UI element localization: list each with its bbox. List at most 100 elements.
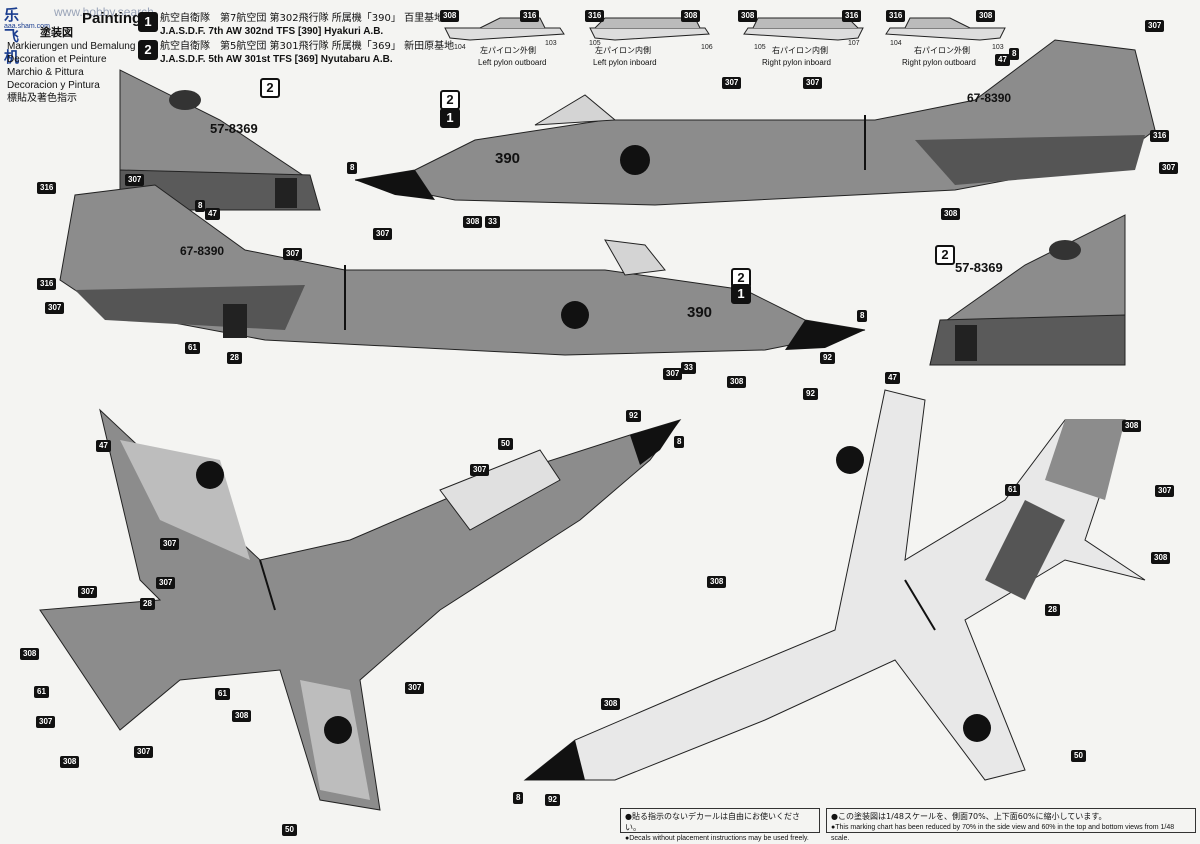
option-2-jp: 航空自衛隊 第5航空団 第301飛行隊 所属機「369」 新田原基地	[160, 41, 455, 52]
color-92: 92	[626, 410, 641, 422]
language-list: Markierungen und Bemalung Decoration et …	[7, 40, 135, 105]
pylon-left-inboard: 316 308 105 106 左パイロン内側 Left pylon inboa…	[585, 10, 715, 70]
code-badge: 308	[976, 10, 996, 22]
color-50: 50	[1071, 750, 1086, 762]
color-307: 307	[803, 77, 823, 89]
color-8: 8	[1009, 48, 1020, 60]
option-2-marker: 2	[935, 245, 955, 265]
color-8: 8	[857, 310, 868, 322]
pylon-label-en: Left pylon outboard	[478, 58, 547, 67]
color-308: 308	[1151, 552, 1171, 564]
nose-number: 390	[495, 150, 521, 167]
pylon-label-jp: 右パイロン外側	[914, 46, 970, 55]
option-2-marker: 2	[731, 268, 751, 288]
color-307: 307	[160, 538, 180, 550]
part-number: 107	[848, 40, 860, 47]
color-61: 61	[34, 686, 49, 698]
color-308: 308	[232, 710, 252, 722]
color-28: 28	[1045, 604, 1060, 616]
side-view-lower: 390 67-8390 316 316 307 307 307 307 307 …	[37, 174, 875, 388]
part-number: 103	[545, 40, 557, 47]
color-307: 307	[1155, 485, 1175, 497]
color-61: 61	[185, 342, 200, 354]
color-92: 92	[545, 794, 560, 806]
option-1-marker: 1	[440, 108, 460, 128]
color-47: 47	[885, 372, 900, 384]
color-8: 8	[513, 792, 524, 804]
note-1-jp: ●貼る指示のないデカールは自由にお使いください。	[625, 812, 800, 832]
note-2-jp: ●この塗装図は1/48スケールを、側面70%、上下面60%に縮小しています。	[831, 812, 1107, 821]
color-316: 316	[37, 278, 57, 290]
lang-line: Decoration et Peinture	[7, 54, 107, 65]
color-307: 307	[470, 464, 490, 476]
color-50: 50	[282, 824, 297, 836]
serial-number: 57-8369	[210, 121, 258, 136]
lang-line: Markierungen und Bemalung	[7, 41, 136, 52]
color-308: 308	[727, 376, 747, 388]
part-number: 106	[701, 44, 713, 51]
title-en: Painting	[82, 10, 142, 27]
color-316: 316	[1150, 130, 1170, 142]
color-307: 307	[134, 746, 154, 758]
option-1-en: J.A.S.D.F. 7th AW 302nd TFS [390] Hyakur…	[160, 26, 384, 37]
note-2-en: ●This marking chart has been reduced by …	[831, 824, 1175, 842]
pylon-right-inboard: 308 316 105 107 右パイロン内側 Right pylon inbo…	[738, 10, 868, 70]
code-badge: 316	[842, 10, 862, 22]
color-33: 33	[681, 362, 696, 374]
color-307: 307	[156, 577, 176, 589]
color-8: 8	[195, 200, 206, 212]
color-61: 61	[215, 688, 230, 700]
color-28: 28	[227, 352, 242, 364]
option-1-marker: 1	[731, 284, 751, 304]
color-307: 307	[722, 77, 742, 89]
part-number: 105	[754, 44, 766, 51]
aircraft-bottom-drawing	[523, 389, 1146, 781]
pylon-label-en: Left pylon inboard	[593, 58, 657, 67]
pylon-label-en: Right pylon inboard	[762, 58, 831, 67]
title-jp: 塗装図	[40, 26, 73, 39]
serial-number: 57-8369	[955, 260, 1003, 275]
color-50: 50	[498, 438, 513, 450]
pylon-label-jp: 左パイロン外側	[480, 46, 536, 55]
footer-note-box-1: ●貼る指示のないデカールは自由にお使いください。 ●Decals without…	[620, 808, 820, 842]
option-2-marker: 2	[440, 90, 460, 110]
color-307: 307	[45, 302, 65, 314]
code-badge: 308	[440, 10, 460, 22]
footer-note-box-2: ●この塗装図は1/48スケールを、側面70%、上下面60%に縮小しています。 ●…	[826, 808, 1196, 842]
color-61: 61	[1005, 484, 1020, 496]
color-47: 47	[205, 208, 220, 220]
pylon-drawing	[885, 17, 1006, 41]
color-28: 28	[140, 598, 155, 610]
color-47: 47	[96, 440, 111, 452]
color-308: 308	[463, 216, 483, 228]
serial-number: 67-8390	[967, 91, 1012, 105]
color-308: 308	[707, 576, 727, 588]
option-2-badge: 2	[138, 40, 158, 60]
option-1-jp: 航空自衛隊 第7航空団 第302飛行隊 所属機「390」 百里基地	[160, 13, 445, 24]
nose-number: 390	[687, 304, 713, 321]
color-308: 308	[20, 648, 40, 660]
color-33: 33	[485, 216, 500, 228]
tail-closeup-right: 57-8369	[925, 205, 1135, 375]
tail-drawing	[929, 214, 1126, 366]
color-307: 307	[36, 716, 56, 728]
color-307: 307	[125, 174, 145, 186]
code-badge: 308	[681, 10, 701, 22]
side-view-upper: 390 67-8390 307 307 307 307 308 308 8 8 …	[347, 20, 1179, 230]
lang-line: Marchio & Pittura	[7, 67, 84, 78]
color-307: 307	[1159, 162, 1179, 174]
watermark-url: www.hobby.search	[54, 5, 154, 19]
color-316: 316	[37, 182, 57, 194]
lang-line: 標貼及著色指示	[7, 93, 77, 104]
aircraft-side-drawing	[354, 39, 1156, 206]
color-8: 8	[674, 436, 685, 448]
lang-line: Decoracion y Pintura	[7, 80, 100, 91]
color-307: 307	[663, 368, 683, 380]
bottom-view: 47 308 308 308 308 307 61 28 8 92 92 50	[505, 372, 1195, 810]
code-badge: 316	[520, 10, 540, 22]
pylon-drawing	[743, 17, 864, 41]
code-badge: 308	[738, 10, 758, 22]
color-307: 307	[373, 228, 393, 240]
serial-number: 67-8390	[180, 244, 225, 258]
